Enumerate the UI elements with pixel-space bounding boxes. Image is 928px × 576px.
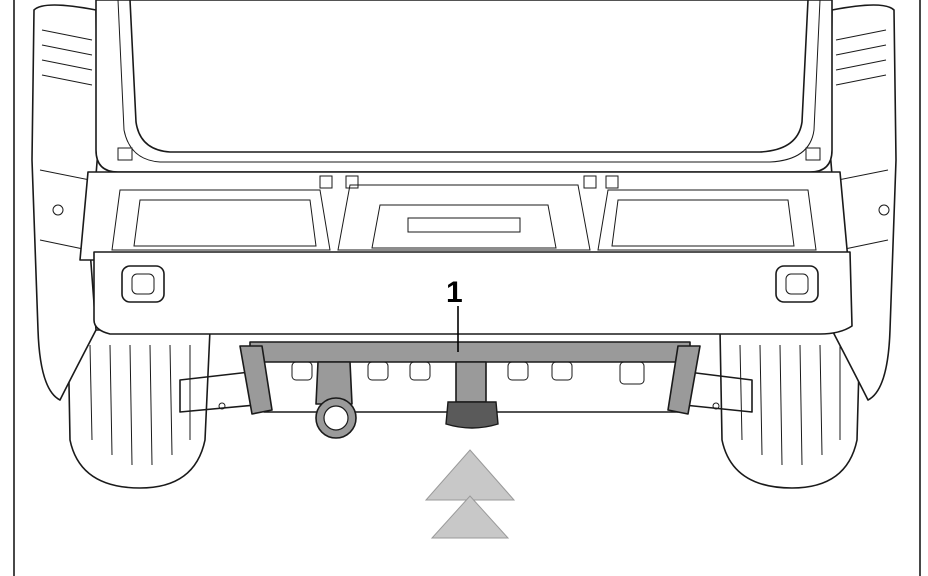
callout-1: 1 xyxy=(446,276,463,309)
right-tyre xyxy=(719,329,861,489)
tailgate xyxy=(95,0,833,173)
tow-bar-crossbeam xyxy=(239,341,701,415)
left-reflector xyxy=(121,265,165,303)
left-body-side xyxy=(31,4,99,401)
left-tyre xyxy=(67,329,211,489)
tow-ball-mount xyxy=(445,361,499,429)
rear-bumper xyxy=(93,251,853,335)
rear-panel xyxy=(79,171,849,261)
right-reflector xyxy=(775,265,819,303)
direction-arrow xyxy=(424,449,516,539)
towing-eye xyxy=(315,361,357,439)
